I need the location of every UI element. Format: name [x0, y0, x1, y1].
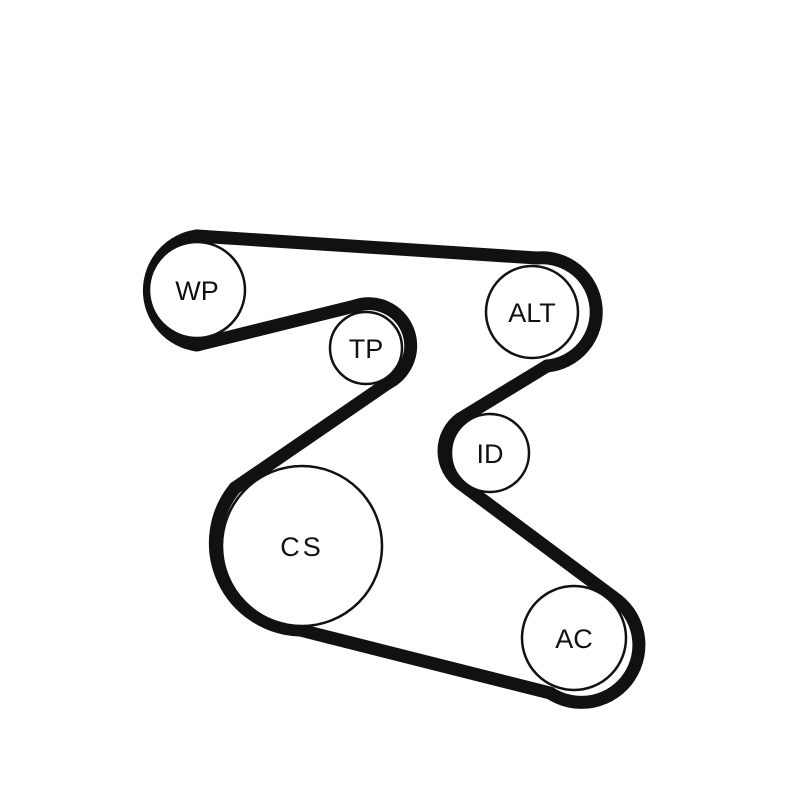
pulley-cs-circle — [220, 464, 384, 628]
belt-span-tp-wp — [190, 299, 362, 352]
belt-span-id-ac — [453, 476, 620, 604]
belt-wrap-id — [437, 412, 467, 490]
pulley-cs: CS — [220, 464, 384, 628]
pulley-cs-label: CS — [280, 532, 324, 562]
pulley-alt-label: ALT — [508, 298, 556, 328]
pulley-alt-circle — [484, 264, 580, 360]
pulley-id: ID — [449, 412, 531, 494]
belt-span-cs-tp — [228, 376, 395, 495]
belt-wrap-alt — [530, 251, 603, 373]
pulley-ac: AC — [520, 584, 628, 692]
pulley-ac-label: AC — [555, 624, 593, 654]
pulley-tp-label: TP — [349, 334, 384, 364]
pulley-wp: WP — [147, 240, 247, 340]
belt-wrap-ac — [543, 590, 646, 709]
pulley-tp-circle — [328, 310, 404, 386]
pulley-tp: TP — [328, 310, 404, 386]
serpentine-belt — [142, 229, 646, 709]
pulley-ac-circle — [520, 584, 628, 692]
pulley-group: WP TP ALT ID CS AC — [147, 240, 628, 692]
belt-wrap-tp — [348, 297, 418, 390]
pulley-id-circle — [449, 412, 531, 494]
pulley-id-label: ID — [477, 439, 504, 469]
belt-span-wp-alt — [190, 229, 544, 265]
belt-span-ac-cs — [293, 623, 557, 700]
belt-wrap-cs — [208, 481, 307, 637]
belt-span-alt-id — [453, 359, 554, 426]
pulley-wp-circle — [147, 240, 247, 340]
pulley-wp-label: WP — [175, 276, 219, 306]
pulley-alt: ALT — [484, 264, 580, 360]
